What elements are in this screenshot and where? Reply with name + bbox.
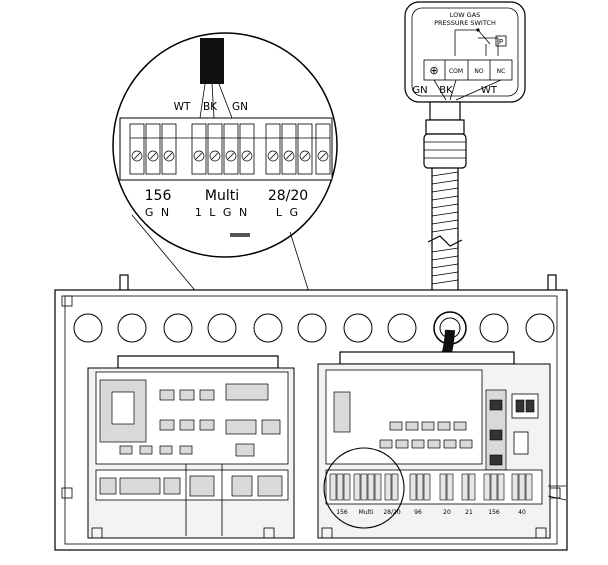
callout-wire-wt: WT — [174, 101, 191, 113]
board-label-20: 20 — [443, 509, 451, 516]
flexible-conduit — [423, 101, 467, 290]
callout-terms-multi: 1 L G N — [195, 206, 249, 219]
low-gas-pressure-switch: LOW GAS PRESSURE SWITCH P ⊕ COM NO NC GN… — [404, 1, 526, 103]
board-label-21: 21 — [465, 509, 473, 516]
switch-p-label: P — [499, 38, 503, 46]
callout-terminal-blocks — [129, 123, 331, 175]
switch-title-line2: PRESSURE SWITCH — [434, 19, 496, 27]
switch-title-line1: LOW GAS — [450, 11, 481, 19]
board-label-96: 96 — [414, 509, 422, 516]
board-label-40: 40 — [518, 509, 526, 516]
right-control-board: 156 Multi 28/20 96 20 21 156 40 — [317, 351, 567, 539]
board-label-156b: 156 — [488, 509, 500, 516]
switch-wire-bk: BK — [439, 85, 453, 96]
callout-group-156: 156 — [145, 188, 172, 204]
board-callout-circle — [323, 447, 405, 529]
ground-icon: ⊕ — [429, 64, 438, 77]
callout-group-2820: 28/20 — [268, 188, 308, 204]
callout-wire-bk: BK — [203, 101, 218, 113]
board-label-156: 156 — [336, 509, 348, 516]
board-label-2820: 28/20 — [383, 509, 400, 516]
callout-wire-gn: GN — [232, 101, 248, 113]
callout-terms-2820: L G — [276, 206, 300, 219]
callout-terms-156: G N — [145, 206, 171, 219]
terminal-no: NO — [474, 68, 483, 75]
terminal-com: COM — [449, 68, 463, 75]
board-label-multi: Multi — [359, 509, 374, 516]
switch-wire-wt: WT — [481, 85, 498, 96]
terminal-nc: NC — [497, 68, 506, 75]
switch-wire-gn: GN — [412, 85, 427, 96]
left-control-board — [87, 355, 295, 539]
board-terminal-labels: 156 Multi 28/20 96 20 21 156 40 — [336, 509, 526, 516]
terminal-callout: WT BK GN 156 Multi 28/20 G N — [112, 32, 366, 471]
callout-group-multi: Multi — [205, 188, 239, 204]
